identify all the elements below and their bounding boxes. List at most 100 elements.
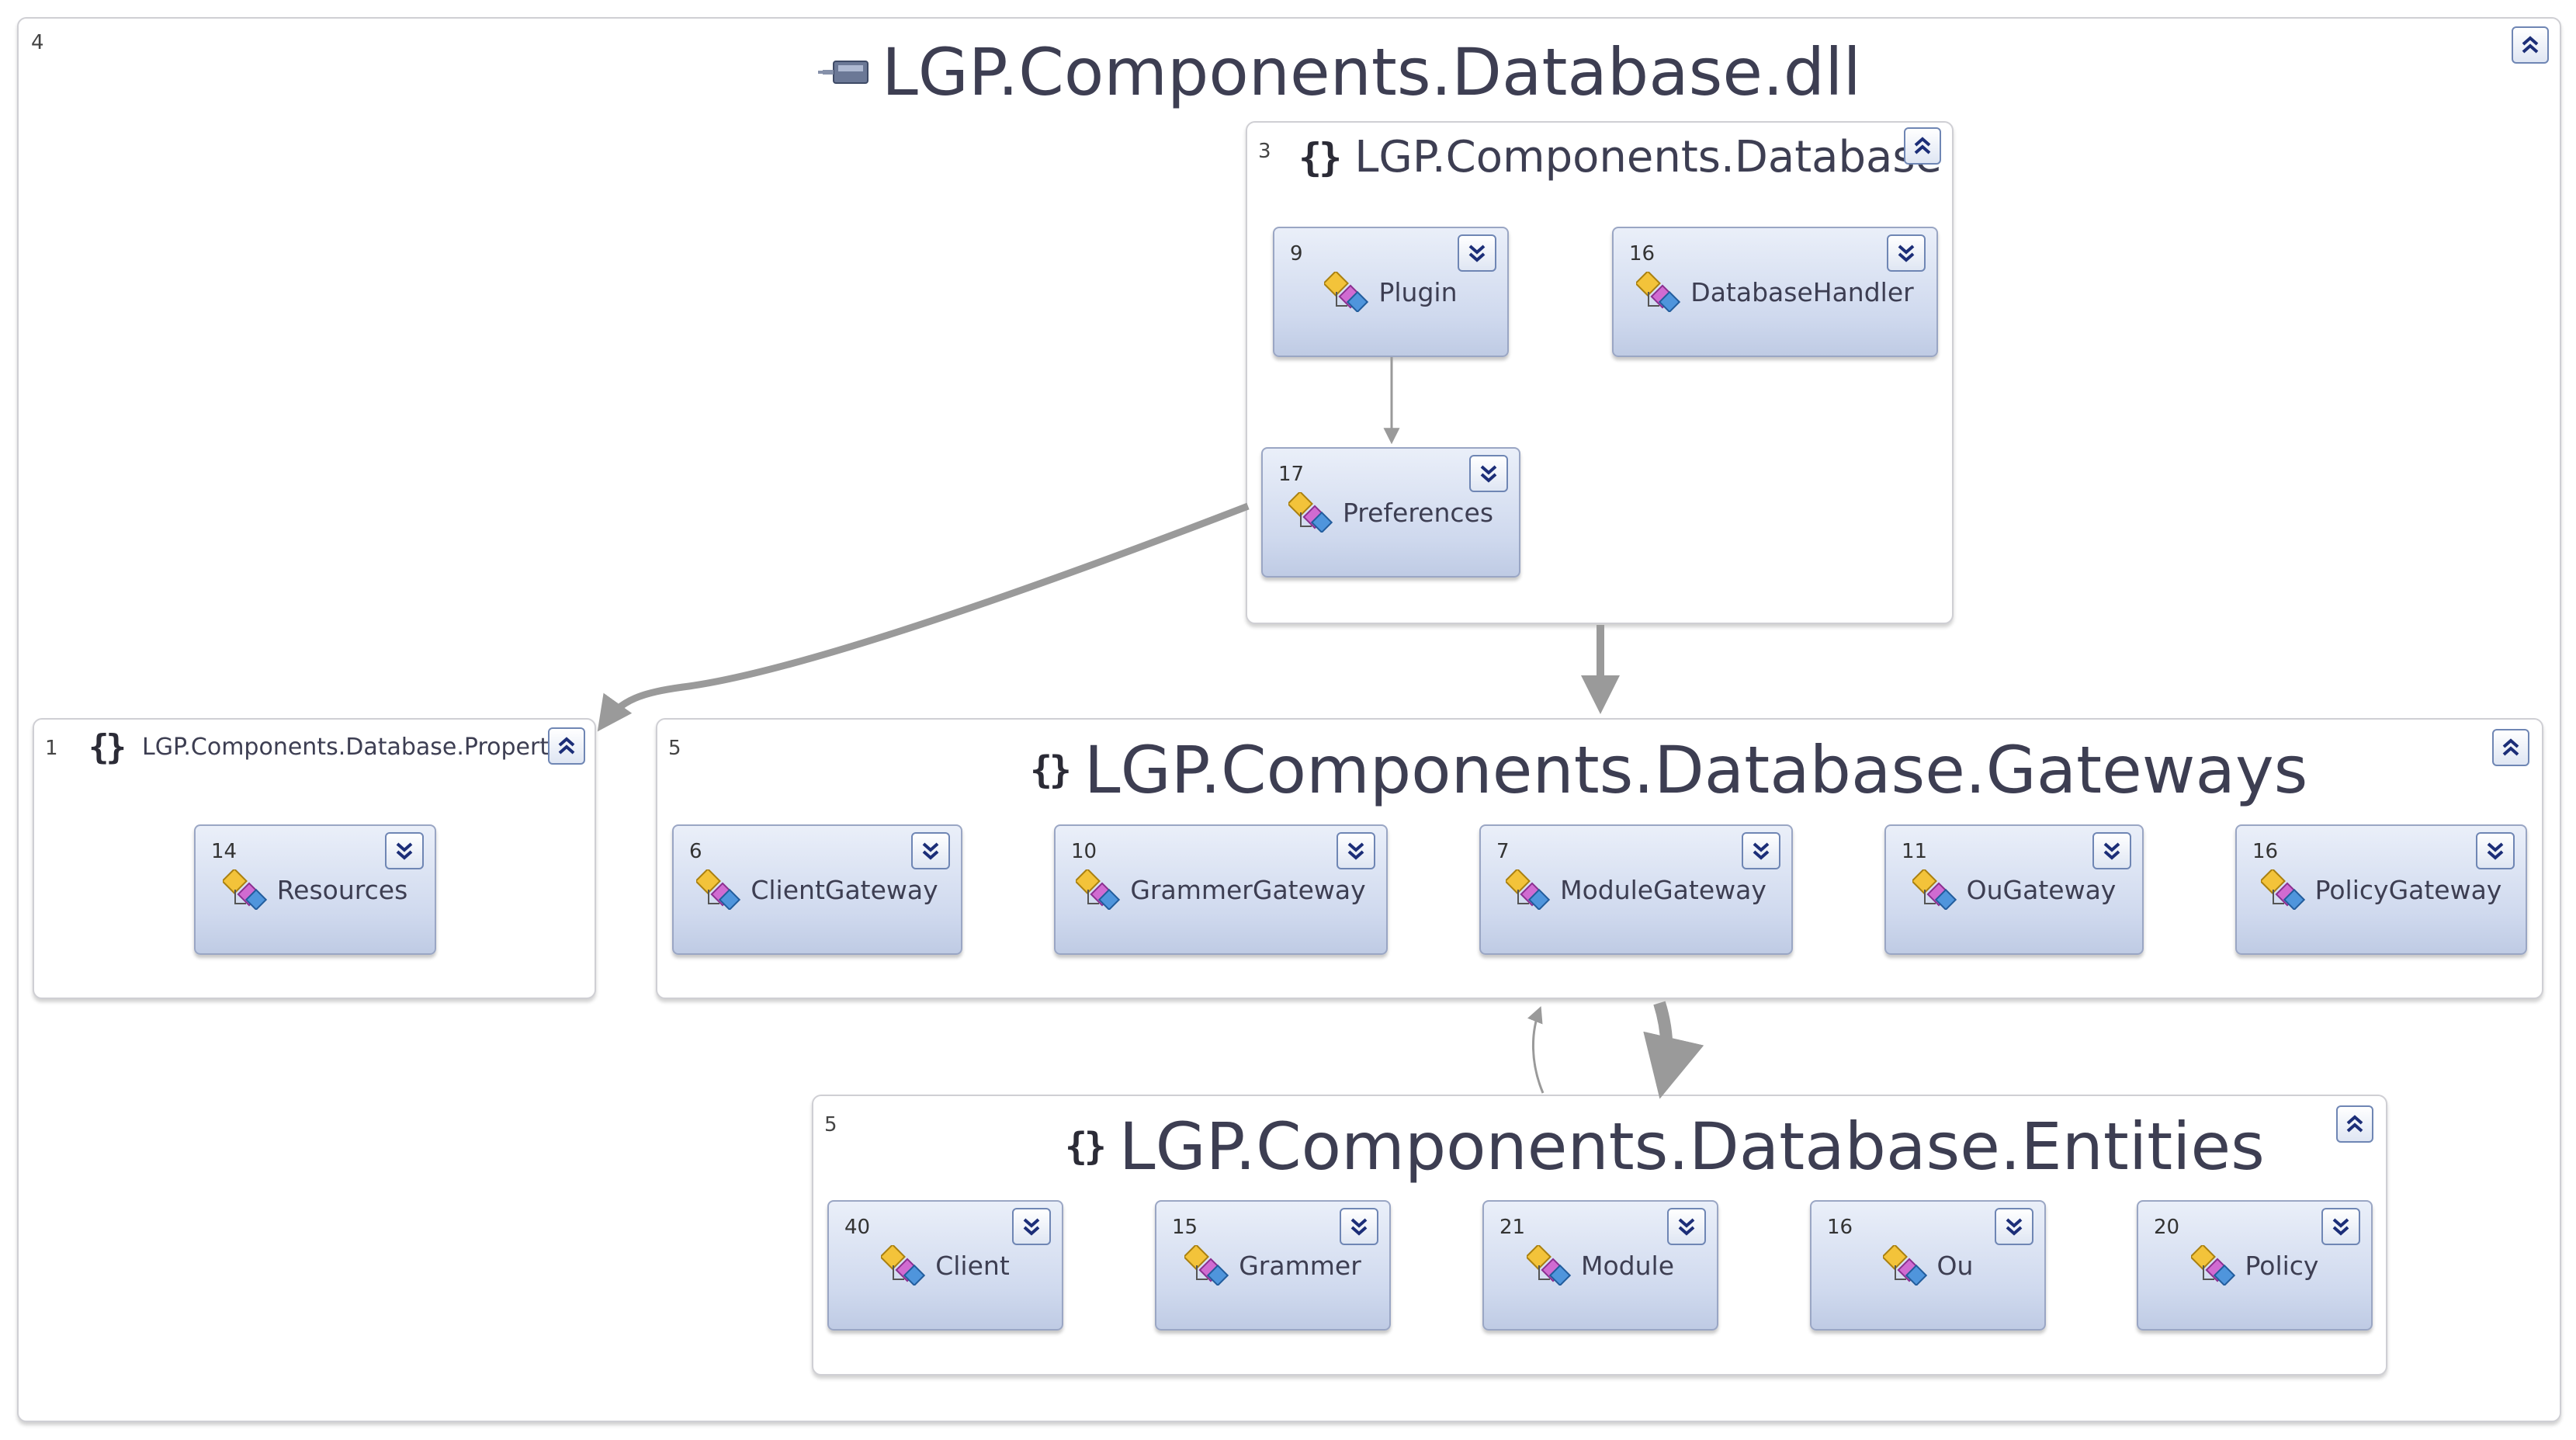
class-resources-name: Resources xyxy=(276,874,408,905)
class-ougateway-count: 11 xyxy=(1902,840,1928,863)
class-policygateway-count: 16 xyxy=(2252,840,2279,863)
namespace-gateways-count: 5 xyxy=(668,737,681,760)
chevron-double-down-icon xyxy=(1468,245,1486,262)
class-plugin-expand-button[interactable] xyxy=(1458,234,1496,272)
class-ou-expand-button[interactable] xyxy=(1995,1208,2033,1245)
class-databasehandler-expand-button[interactable] xyxy=(1887,234,1926,272)
class-icon xyxy=(2190,1245,2235,1286)
class-client-name: Client xyxy=(935,1250,1010,1281)
assembly-title-text: LGP.Components.Database.dll xyxy=(882,34,1861,110)
class-grammergateway-count: 10 xyxy=(1071,840,1097,863)
class-preferences-name: Preferences xyxy=(1342,497,1494,528)
class-policy[interactable]: 20 Policy xyxy=(2137,1200,2373,1331)
class-policygateway-expand-button[interactable] xyxy=(2476,832,2515,869)
namespace-braces-icon: {} xyxy=(1065,1125,1107,1168)
class-clientgateway-name: ClientGateway xyxy=(751,874,938,905)
class-resources-expand-button[interactable] xyxy=(385,832,424,869)
assembly-title: LGP.Components.Database.dll xyxy=(818,34,1861,110)
class-clientgateway[interactable]: 6 ClientGateway xyxy=(672,824,962,955)
namespace-entities-count: 5 xyxy=(824,1113,837,1136)
namespace-database-count: 3 xyxy=(1258,140,1271,163)
namespace-database-title-text: LGP.Components.Database xyxy=(1354,132,1942,182)
class-databasehandler-name: DatabaseHandler xyxy=(1690,276,1914,307)
chevron-double-down-icon xyxy=(1350,1218,1368,1236)
assembly-icon xyxy=(818,61,868,84)
class-grammergateway-name: GrammerGateway xyxy=(1130,874,1366,905)
class-icon xyxy=(1288,492,1333,533)
chevron-double-down-icon xyxy=(2487,842,2504,860)
assembly-collapse-button[interactable] xyxy=(2512,26,2549,64)
namespace-entities-title: {} LGP.Components.Database.Entities xyxy=(1065,1109,2265,1185)
class-modulegateway-name: ModuleGateway xyxy=(1560,874,1766,905)
class-icon xyxy=(881,1245,926,1286)
class-module-expand-button[interactable] xyxy=(1667,1208,1706,1245)
class-modulegateway-count: 7 xyxy=(1496,840,1510,863)
class-grammer-name: Grammer xyxy=(1239,1250,1361,1281)
namespace-database-title: {} LGP.Components.Database xyxy=(1298,132,1942,182)
class-grammergateway-expand-button[interactable] xyxy=(1337,832,1375,869)
class-icon xyxy=(1506,869,1551,910)
class-icon xyxy=(696,869,741,910)
class-policygateway[interactable]: 16 PolicyGateway xyxy=(2235,824,2527,955)
class-icon xyxy=(1324,272,1369,312)
class-policygateway-name: PolicyGateway xyxy=(2314,874,2502,905)
class-policy-count: 20 xyxy=(2154,1216,2180,1239)
class-databasehandler[interactable]: 16 DatabaseHandler xyxy=(1612,227,1938,357)
class-preferences[interactable]: 17 Preferences xyxy=(1261,447,1520,578)
class-grammer[interactable]: 15 Grammer xyxy=(1155,1200,1391,1331)
chevron-double-down-icon xyxy=(1898,245,1915,262)
namespace-properties-count: 1 xyxy=(45,737,58,760)
class-clientgateway-expand-button[interactable] xyxy=(911,832,950,869)
class-client-expand-button[interactable] xyxy=(1012,1208,1051,1245)
namespace-braces-icon: {} xyxy=(1030,748,1072,792)
class-preferences-expand-button[interactable] xyxy=(1469,455,1508,492)
chevron-double-down-icon xyxy=(1347,842,1364,860)
namespace-entities-title-text: LGP.Components.Database.Entities xyxy=(1118,1109,2265,1185)
class-icon xyxy=(2260,869,2305,910)
class-resources[interactable]: 14 Resources xyxy=(194,824,436,955)
class-policy-expand-button[interactable] xyxy=(2321,1208,2360,1245)
chevron-double-down-icon xyxy=(1023,1218,1040,1236)
chevron-double-down-icon xyxy=(2332,1218,2349,1236)
class-icon xyxy=(1636,272,1681,312)
namespace-properties-collapse-button[interactable] xyxy=(548,727,585,765)
class-icon xyxy=(1076,869,1121,910)
namespace-database-collapse-button[interactable] xyxy=(1904,127,1941,165)
class-module[interactable]: 21 Module xyxy=(1482,1200,1718,1331)
class-ou[interactable]: 16 Ou xyxy=(1810,1200,2046,1331)
class-ou-name: Ou xyxy=(1936,1250,1974,1281)
class-resources-count: 14 xyxy=(211,840,237,863)
class-client-count: 40 xyxy=(844,1216,871,1239)
class-plugin-name: Plugin xyxy=(1378,276,1458,307)
class-module-name: Module xyxy=(1581,1250,1674,1281)
class-icon xyxy=(222,869,267,910)
class-plugin-count: 9 xyxy=(1290,242,1303,265)
class-client[interactable]: 40 Client xyxy=(827,1200,1063,1331)
namespace-braces-icon: {} xyxy=(88,727,127,767)
chevron-double-down-icon xyxy=(922,842,939,860)
namespace-gateways-collapse-button[interactable] xyxy=(2492,729,2529,766)
assembly-count: 4 xyxy=(31,31,44,54)
class-ougateway[interactable]: 11 OuGateway xyxy=(1884,824,2144,955)
class-grammer-expand-button[interactable] xyxy=(1340,1208,1378,1245)
chevron-double-down-icon xyxy=(2103,842,2120,860)
class-ougateway-expand-button[interactable] xyxy=(2092,832,2131,869)
class-modulegateway-expand-button[interactable] xyxy=(1742,832,1780,869)
chevron-double-up-icon xyxy=(2346,1115,2363,1133)
class-grammergateway[interactable]: 10 GrammerGateway xyxy=(1054,824,1388,955)
class-icon xyxy=(1912,869,1957,910)
class-plugin[interactable]: 9 Plugin xyxy=(1273,227,1509,357)
chevron-double-up-icon xyxy=(2522,36,2539,54)
namespace-entities-collapse-button[interactable] xyxy=(2336,1105,2373,1143)
class-policy-name: Policy xyxy=(2245,1250,2319,1281)
class-icon xyxy=(1184,1245,1229,1286)
namespace-braces-icon: {} xyxy=(1298,134,1342,180)
chevron-double-down-icon xyxy=(1678,1218,1695,1236)
namespace-properties-title: {} LGP.Components.Database.Properties xyxy=(88,727,582,767)
chevron-double-up-icon xyxy=(2502,738,2519,756)
class-ougateway-name: OuGateway xyxy=(1966,874,2117,905)
chevron-double-up-icon xyxy=(558,737,575,755)
class-modulegateway[interactable]: 7 ModuleGateway xyxy=(1479,824,1793,955)
class-icon xyxy=(1882,1245,1927,1286)
namespace-gateways-title: {} LGP.Components.Database.Gateways xyxy=(1030,732,2307,808)
